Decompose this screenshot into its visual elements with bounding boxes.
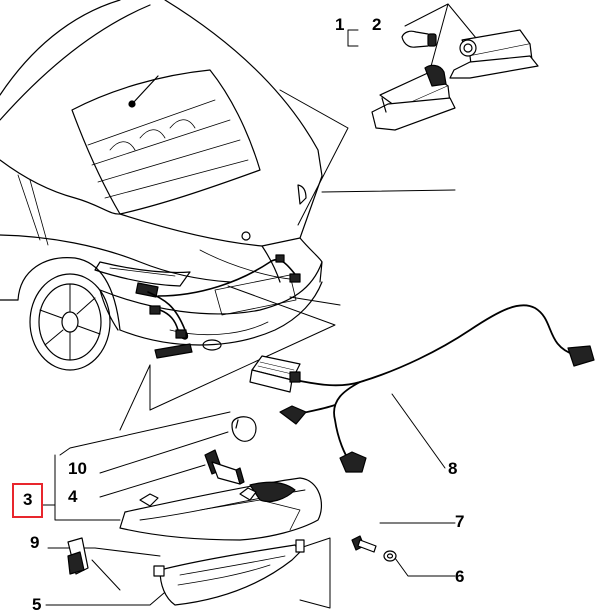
callout-3-highlighted[interactable]: 3 — [12, 483, 44, 518]
bulb-part-2 — [401, 30, 437, 48]
callout-9: 9 — [30, 533, 40, 552]
plate-lamp-part-1 — [371, 29, 539, 131]
callout-10: 10 — [68, 459, 87, 478]
callout-2: 2 — [372, 15, 382, 34]
wiring-harness-part-8 — [249, 304, 595, 473]
callout-8: 8 — [448, 459, 458, 478]
callout-6: 6 — [455, 567, 465, 586]
callout-7: 7 — [455, 512, 465, 531]
callout-5: 5 — [32, 595, 42, 613]
bulb-part-10 — [231, 416, 257, 442]
car-body — [0, 0, 323, 371]
bulb-holder-part-4 — [204, 449, 245, 485]
screw-part-7 — [351, 535, 377, 553]
callout-4: 4 — [68, 487, 78, 506]
bumper-lens-part-5 — [153, 539, 305, 606]
leader-lines — [35, 3, 491, 609]
nut-part-6 — [383, 550, 397, 562]
harness-on-car — [147, 254, 301, 340]
callout-1: 1 — [335, 15, 345, 34]
clip-part-9 — [67, 537, 89, 575]
light-unit-part-3 — [119, 477, 322, 541]
